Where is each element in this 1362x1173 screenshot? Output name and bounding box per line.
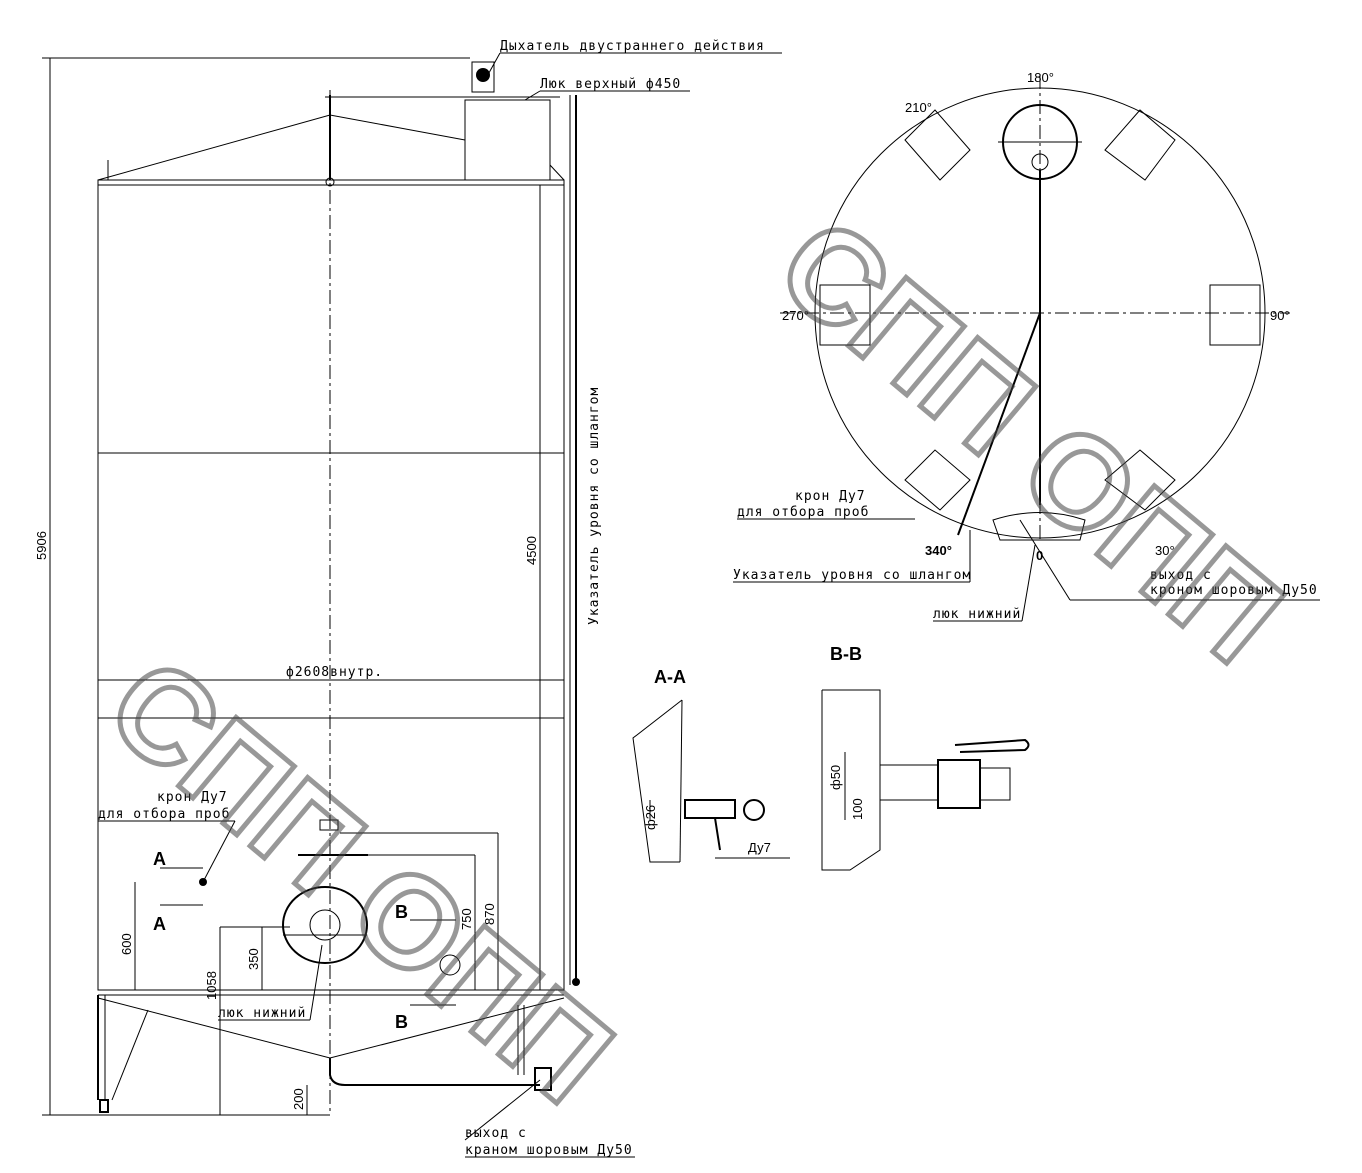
svg-text:1058: 1058 [204, 971, 219, 1000]
svg-text:СПП ОПП: СПП ОПП [82, 630, 639, 1131]
svg-text:90°: 90° [1270, 308, 1290, 323]
svg-text:340°: 340° [925, 543, 952, 558]
svg-text:кроном шоровым Ду50: кроном шоровым Ду50 [1150, 583, 1318, 598]
svg-text:870: 870 [482, 903, 497, 925]
section-b-b: B-B ф50 100 [821, 644, 1030, 871]
svg-text:ф26: ф26 [643, 805, 658, 830]
svg-text:Указатель уровня со шлангом: Указатель уровня со шлангом [733, 568, 971, 583]
svg-text:выход с: выход с [465, 1126, 527, 1141]
svg-text:4500: 4500 [524, 536, 539, 565]
svg-text:0: 0 [1036, 548, 1043, 563]
svg-text:B: B [395, 1012, 408, 1032]
svg-text:B-B: B-B [830, 644, 862, 664]
svg-text:Дыхатель двустраннего действия: Дыхатель двустраннего действия [500, 39, 765, 54]
tank-front-view: 4500 ф2608внутр. 600 1058 350 750 870 20… [97, 61, 580, 1115]
svg-text:180°: 180° [1027, 70, 1054, 85]
svg-text:Люк верхный ф450: Люк верхный ф450 [540, 77, 681, 92]
svg-text:ф50: ф50 [828, 765, 843, 790]
svg-text:ф2608внутр.: ф2608внутр. [286, 665, 383, 680]
svg-text:Ду7: Ду7 [748, 840, 771, 855]
svg-text:выход с: выход с [1150, 568, 1212, 583]
svg-text:A: A [153, 914, 166, 934]
front-view-labels: Дыхатель двустраннего действия Люк верхн… [98, 39, 782, 1158]
svg-text:крон Ду7: крон Ду7 [157, 790, 228, 805]
svg-text:для отбора проб: для отбора проб [98, 807, 230, 822]
svg-text:краном шоровым Ду50: краном шоровым Ду50 [465, 1143, 633, 1158]
tank-top-view: 180° 210° 270° 90° 340° 0 30° крон Ду7 д… [733, 70, 1320, 622]
svg-text:600: 600 [119, 933, 134, 955]
svg-text:210°: 210° [905, 100, 932, 115]
svg-text:B: B [395, 902, 408, 922]
section-a-a: A-A ф26 Ду7 [632, 667, 790, 863]
svg-text:100: 100 [850, 798, 865, 820]
svg-text:5906: 5906 [34, 531, 49, 560]
svg-text:750: 750 [459, 908, 474, 930]
svg-text:люк нижний: люк нижний [933, 607, 1021, 622]
svg-text:350: 350 [246, 948, 261, 970]
svg-text:Указатель уровня со шлангом: Указатель уровня со шлангом [587, 387, 602, 625]
svg-text:крон Ду7: крон Ду7 [795, 489, 866, 504]
dimension-total-height: 5906 [34, 57, 470, 1116]
svg-text:люк нижний: люк нижний [218, 1006, 306, 1021]
svg-text:30°: 30° [1155, 543, 1175, 558]
watermark: СПП ОПП СПП ОПП [80, 187, 1312, 1133]
svg-text:A-A: A-A [654, 667, 686, 687]
svg-text:A: A [153, 849, 166, 869]
svg-text:для отбора проб: для отбора проб [737, 505, 869, 520]
svg-text:200: 200 [291, 1088, 306, 1110]
svg-text:270°: 270° [782, 308, 809, 323]
